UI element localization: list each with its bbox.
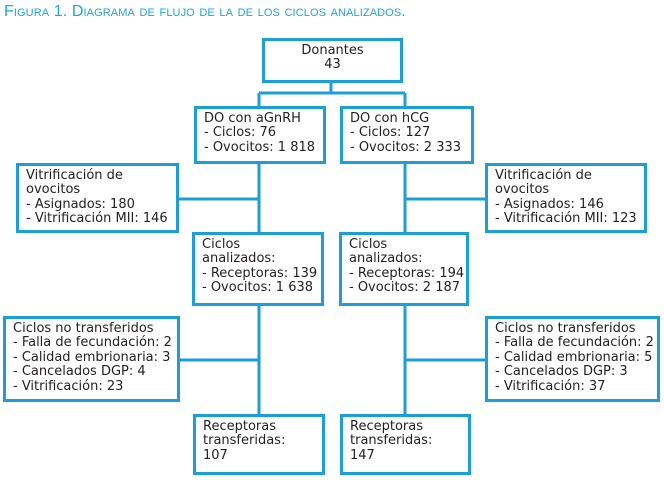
ciclos-left-title1: Ciclos [202,237,241,252]
recept-left-count: 107 [203,447,228,463]
no-trans-right-title: Ciclos no transferidos [495,321,636,336]
ciclos-left-receptoras: - Receptoras: 139 [202,265,318,281]
no-trans-right-fecundacion: - Falla de fecundación: 2 [495,335,654,351]
node-donantes: Donantes 43 [262,38,403,83]
no-trans-right-calidad: - Calidad embrionaria: 5 [495,349,653,365]
node-vitri-right: Vitrificación de ovocitos - Asignados: 1… [485,163,647,233]
no-trans-right-vitrificacion: - Vitrificación: 37 [495,378,606,394]
donantes-count: 43 [324,57,341,73]
ciclos-left-ovocitos: - Ovocitos: 1 638 [202,280,314,296]
no-trans-right-dgp: - Cancelados DGP: 3 [495,364,628,380]
connector-donantes-branch [257,82,407,107]
figure-title: Figura 1. Diagrama de flujo de la de los… [4,3,406,20]
do-hcg-ovocitos: - Ovocitos: 2 333 [350,139,462,155]
recept-left-title2: transferidas: [203,433,286,449]
ciclos-right-receptoras: - Receptoras: 194 [349,265,465,281]
node-recept-left: Receptoras transferidas: 107 [193,414,325,475]
do-agnrh-title: DO con aGnRH [204,111,301,126]
do-hcg-ciclos: - Ciclos: 127 [350,125,431,141]
vitri-right-mii: - Vitrificación MII: 123 [495,211,637,227]
donantes-label: Donantes [301,43,364,58]
do-hcg-title: DO con hCG [350,111,430,126]
node-do-hcg: DO con hCG - Ciclos: 127 - Ovocitos: 2 3… [340,106,474,164]
ciclos-right-title2: analizados: [349,251,423,267]
no-trans-left-vitrificacion: - Vitrificación: 23 [13,378,124,394]
node-no-trans-right: Ciclos no transferidos - Falla de fecund… [485,316,660,402]
do-agnrh-ciclos: - Ciclos: 76 [204,125,277,141]
vitri-left-title2: ovocitos [26,182,81,198]
node-ciclos-left: Ciclos analizados: - Receptoras: 139 - O… [192,232,324,306]
ciclos-right-ovocitos: - Ovocitos: 2 187 [349,280,461,296]
ciclos-left-title2: analizados: [202,251,276,267]
node-ciclos-right: Ciclos analizados: - Receptoras: 194 - O… [339,232,469,306]
recept-right-title1: Receptoras [350,419,423,434]
vitri-right-title2: ovocitos [495,182,550,198]
node-vitri-left: Vitrificación de ovocitos - Asignados: 1… [16,163,179,233]
vitri-right-title1: Vitrificación de [495,168,592,183]
vitri-left-asignados: - Asignados: 180 [26,196,135,212]
recept-right-title2: transferidas: [350,433,433,449]
node-do-agnrh: DO con aGnRH - Ciclos: 76 - Ovocitos: 1 … [194,106,326,164]
do-agnrh-ovocitos: - Ovocitos: 1 818 [204,139,316,155]
no-trans-left-dgp: - Cancelados DGP: 4 [13,364,146,380]
vitri-left-title1: Vitrificación de [26,168,123,183]
vitri-right-asignados: - Asignados: 146 [495,196,604,212]
node-recept-right: Receptoras transferidas: 147 [340,414,471,475]
vitri-left-mii: - Vitrificación MII: 146 [26,211,168,227]
no-trans-left-calidad: - Calidad embrionaria: 3 [13,349,171,365]
no-trans-left-title: Ciclos no transferidos [13,321,154,336]
no-trans-left-fecundacion: - Falla de fecundación: 2 [13,335,172,351]
ciclos-right-title1: Ciclos [349,237,388,252]
recept-left-title1: Receptoras [203,419,276,434]
node-no-trans-left: Ciclos no transferidos - Falla de fecund… [3,316,180,402]
recept-right-count: 147 [350,447,375,463]
